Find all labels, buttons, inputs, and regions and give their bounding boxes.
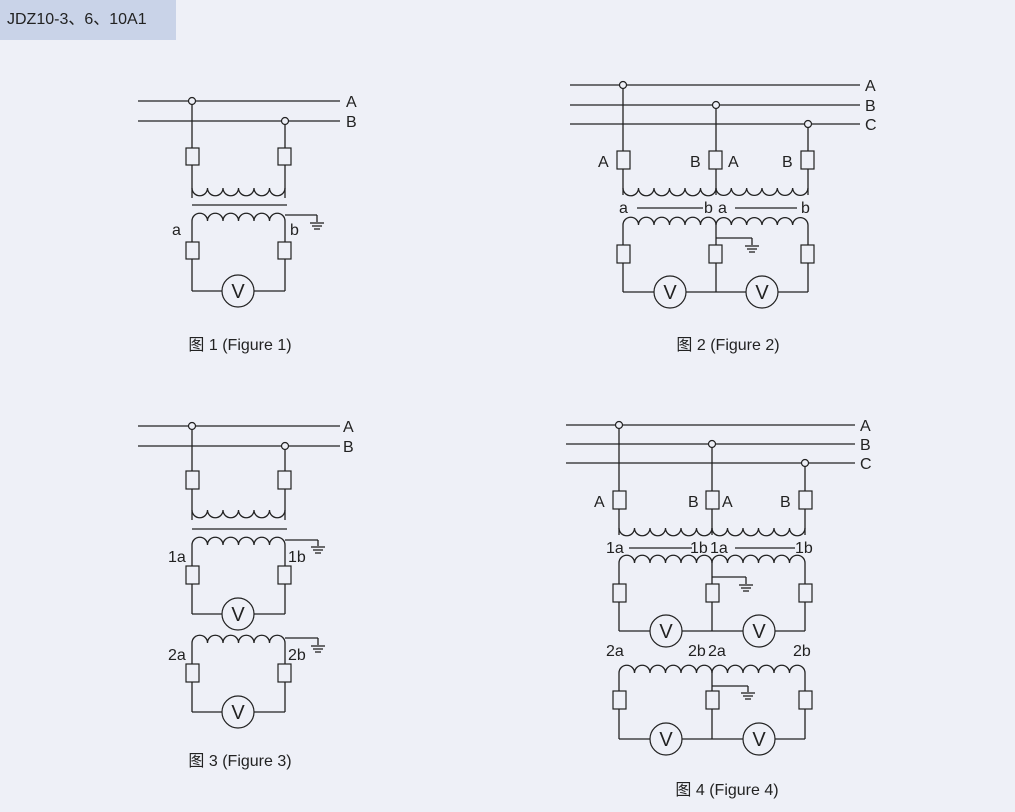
- fig1-secondary-fuse-left: [185, 241, 200, 260]
- fig2-primary-label-b: B: [690, 154, 701, 171]
- svg-text:V: V: [659, 729, 673, 751]
- fig1-caption: 图 1 (Figure 1): [188, 337, 291, 354]
- fig4-caption: 图 4 (Figure 4): [675, 782, 778, 799]
- fig2-voltmeter-right-icon: V: [745, 275, 779, 309]
- svg-text:V: V: [231, 702, 245, 724]
- fig3-terminal-1b-label: 1b: [288, 549, 306, 566]
- fig1-terminal-b-label: b: [290, 222, 299, 239]
- fig3-terminal-2a-label: 2a: [168, 647, 186, 664]
- fig4-terminal-1b2-label: 1b: [795, 540, 813, 557]
- fig1-ground-icon: [310, 222, 324, 230]
- fig4-ground1-icon: [739, 584, 753, 592]
- fig1-terminal-a-label: a: [172, 222, 181, 239]
- svg-text:V: V: [659, 621, 673, 643]
- fig4-bus-c-label: C: [860, 456, 872, 473]
- fig4-voltmeter1-left-icon: V: [649, 614, 683, 648]
- fig4-terminal-2b2-label: 2b: [793, 643, 811, 660]
- fig2-primary-label-a: A: [598, 154, 609, 171]
- fig3-caption: 图 3 (Figure 3): [188, 753, 291, 770]
- svg-text:V: V: [752, 621, 766, 643]
- fig3-ground1-icon: [311, 546, 325, 554]
- fig3-terminal-2b-label: 2b: [288, 647, 306, 664]
- fig2-terminal-a-label: a: [619, 200, 628, 217]
- fig4-primary-label-b2: B: [780, 494, 791, 511]
- fig4-voltmeter2-left-icon: V: [649, 722, 683, 756]
- fig4-voltmeter2-right-icon: V: [742, 722, 776, 756]
- fig2-terminal-a2-label: a: [718, 200, 727, 217]
- fig1-voltmeter-icon: V: [221, 274, 255, 308]
- svg-text:V: V: [231, 604, 245, 626]
- fig1-secondary-winding: [191, 212, 286, 222]
- fig1-primary-winding: [191, 187, 286, 197]
- figure-4: A B C A B A B 1a 1b 1a 1b: [566, 418, 872, 799]
- svg-text:V: V: [752, 729, 766, 751]
- fig4-terminal-2a2-label: 2a: [708, 643, 726, 660]
- fig3-bus-a-label: A: [343, 419, 354, 436]
- svg-text:V: V: [231, 281, 245, 303]
- figure-1: A B a b V 图 1 (Figure 1): [138, 94, 357, 354]
- fig4-bus-b-label: B: [860, 437, 871, 454]
- fig2-bus-c-label: C: [865, 117, 877, 134]
- fig2-bus-b-label: B: [865, 98, 876, 115]
- figure-3: A B 1a 1b V: [138, 419, 354, 770]
- fig3-voltmeter2-icon: V: [221, 695, 255, 729]
- fig4-primary-label-b: B: [688, 494, 699, 511]
- fig4-terminal-1a2-label: 1a: [710, 540, 728, 557]
- fig4-primary-label-a2: A: [722, 494, 733, 511]
- fig2-caption: 图 2 (Figure 2): [676, 337, 779, 354]
- fig4-terminal-1a-label: 1a: [606, 540, 624, 557]
- fig1-primary-fuse-right: [277, 147, 292, 166]
- fig3-ground2-icon: [311, 645, 325, 653]
- fig1-primary-fuse-left: [185, 147, 200, 166]
- fig3-voltmeter1-icon: V: [221, 597, 255, 631]
- svg-text:V: V: [663, 282, 677, 304]
- figure-2: A B C A B A B a b a b: [570, 78, 877, 354]
- fig2-primary-label-b2: B: [782, 154, 793, 171]
- fig3-terminal-1a-label: 1a: [168, 549, 186, 566]
- fig2-terminal-b-label: b: [704, 200, 713, 217]
- fig4-voltmeter1-right-icon: V: [742, 614, 776, 648]
- header-title: JDZ10-3、6、10A1: [0, 0, 176, 40]
- fig2-primary-label-a2: A: [728, 154, 739, 171]
- fig4-terminal-2b-label: 2b: [688, 643, 706, 660]
- fig1-secondary-fuse-right: [277, 241, 292, 260]
- fig1-bus-a-label: A: [346, 94, 357, 111]
- fig2-terminal-b2-label: b: [801, 200, 810, 217]
- fig2-voltmeter-left-icon: V: [653, 275, 687, 309]
- fig4-terminal-2a-label: 2a: [606, 643, 624, 660]
- fig2-ground-icon: [745, 245, 759, 253]
- fig1-bus-b-label: B: [346, 114, 357, 131]
- svg-text:V: V: [755, 282, 769, 304]
- fig2-bus-a-label: A: [865, 78, 876, 95]
- fig4-terminal-1b-label: 1b: [690, 540, 708, 557]
- fig4-ground2-icon: [741, 692, 755, 700]
- fig4-primary-label-a: A: [594, 494, 605, 511]
- fig3-bus-b-label: B: [343, 439, 354, 456]
- fig4-bus-a-label: A: [860, 418, 871, 435]
